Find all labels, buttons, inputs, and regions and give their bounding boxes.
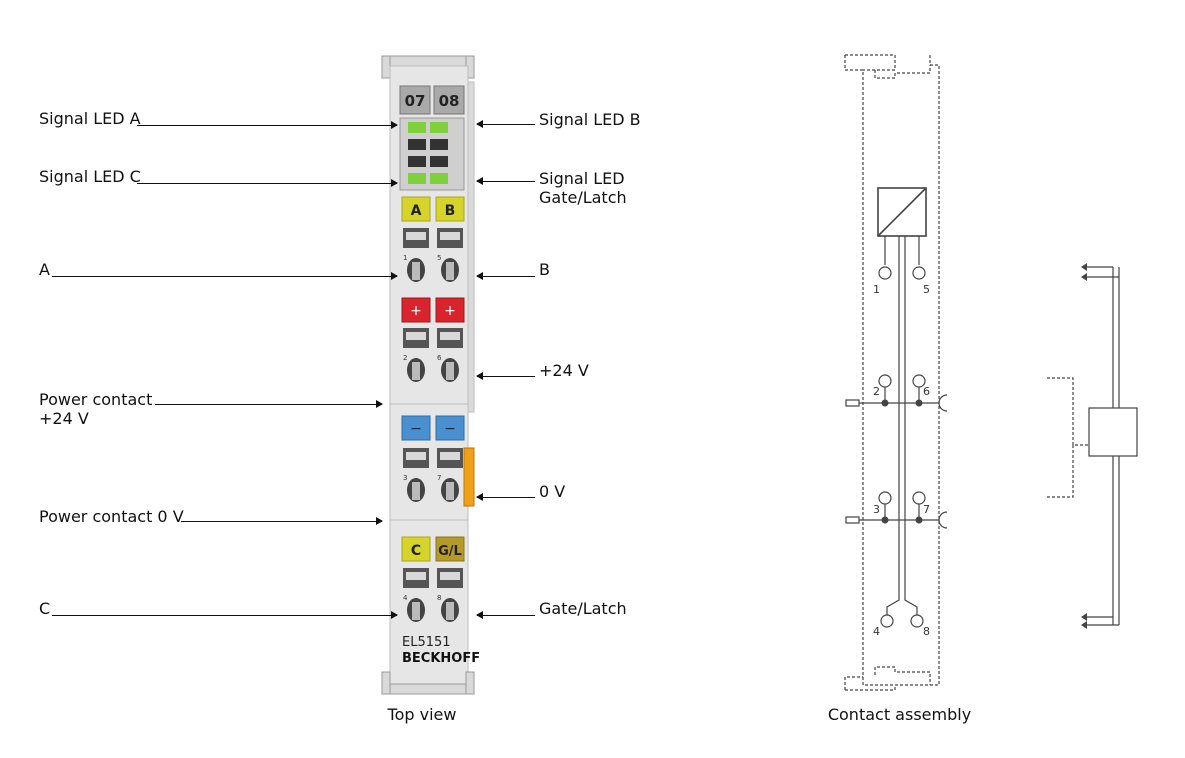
spring-row-1 (403, 228, 463, 282)
channel-number-08: 08 (439, 92, 460, 110)
bus-schematic (1047, 266, 1138, 626)
top-clip (381, 55, 475, 79)
contact-number-1: 1 (873, 283, 880, 296)
bottom-clip (381, 671, 475, 695)
channel-box-07 (399, 85, 431, 115)
terminal-top-view: 07 08 A B 1 5 + + (381, 55, 480, 695)
terminal-point-5: 5 (437, 254, 441, 262)
spring-row-3 (403, 448, 463, 502)
channel-box-08 (433, 85, 465, 115)
terminal-plus-2: + (444, 303, 456, 319)
brand-text: BECKHOFF (402, 651, 480, 666)
contact-number-6: 6 (923, 385, 930, 398)
contact-number-3: 3 (873, 503, 880, 516)
converter-box (877, 187, 927, 237)
led-block (399, 117, 465, 191)
spring-row-2 (403, 328, 463, 382)
spring-row-4 (403, 568, 463, 622)
terminal-point-7: 7 (437, 474, 441, 482)
leader-c (52, 611, 398, 619)
leader-b (476, 272, 535, 280)
contact-number-4: 4 (873, 625, 880, 638)
label-b: B (539, 260, 550, 279)
leader-gate-latch (476, 611, 535, 619)
assembly-outline (844, 54, 940, 691)
leader-power-contact-0v (181, 517, 383, 525)
caption-contact-assembly: Contact assembly (827, 705, 972, 724)
terminal-label-gl: G/L (438, 544, 462, 559)
caption-top-view: Top view (387, 705, 457, 724)
label-signal-led-c: Signal LED C (39, 167, 141, 186)
label-signal-led-a: Signal LED A (39, 109, 141, 128)
terminal-point-6: 6 (437, 354, 442, 362)
label-signal-led-gate-latch: Signal LED Gate/Latch (539, 169, 627, 207)
label-plus-24v: +24 V (539, 361, 589, 380)
orange-tab (463, 447, 475, 507)
terminal-minus-1: − (410, 421, 422, 437)
leader-signal-led-b (476, 120, 535, 128)
label-c: C (39, 599, 51, 618)
channel-number-07: 07 (405, 92, 426, 110)
terminal-label-b: B (445, 203, 456, 219)
label-0v: 0 V (539, 482, 566, 501)
power-rail-0v (845, 511, 948, 529)
leader-signal-led-gate-latch (476, 177, 535, 185)
label-signal-led-b: Signal LED B (539, 110, 641, 129)
contact-number-5: 5 (923, 283, 930, 296)
terminal-label-c: C (411, 543, 421, 559)
leader-a (52, 272, 398, 280)
leader-plus-24v (476, 372, 535, 380)
terminal-point-4: 4 (403, 594, 408, 602)
contact-number-2: 2 (873, 385, 880, 398)
contact-number-8: 8 (923, 625, 930, 638)
terminal-point-8: 8 (437, 594, 441, 602)
contact-number-7: 7 (923, 503, 930, 516)
label-power-contact-24v: Power contact +24 V (39, 390, 153, 428)
terminal-minus-2: − (444, 421, 456, 437)
leader-signal-led-a (137, 121, 398, 129)
bus-lines (884, 236, 920, 615)
leader-0v (476, 493, 535, 501)
leader-power-contact-24v (155, 400, 383, 408)
terminal-label-a: A (411, 203, 422, 219)
terminal-point-3: 3 (403, 474, 407, 482)
contact-assembly-diagram: 1 5 2 6 3 7 4 8 (844, 54, 1138, 691)
leader-signal-led-c (137, 179, 398, 187)
power-rail-24v (845, 394, 948, 412)
terminal-point-1: 1 (403, 254, 407, 262)
label-power-contact-0v: Power contact 0 V (39, 507, 184, 526)
terminal-point-2: 2 (403, 354, 407, 362)
label-a: A (39, 260, 50, 279)
model-text: EL5151 (402, 635, 451, 650)
terminal-plus-1: + (410, 303, 422, 319)
label-gate-latch: Gate/Latch (539, 599, 627, 618)
